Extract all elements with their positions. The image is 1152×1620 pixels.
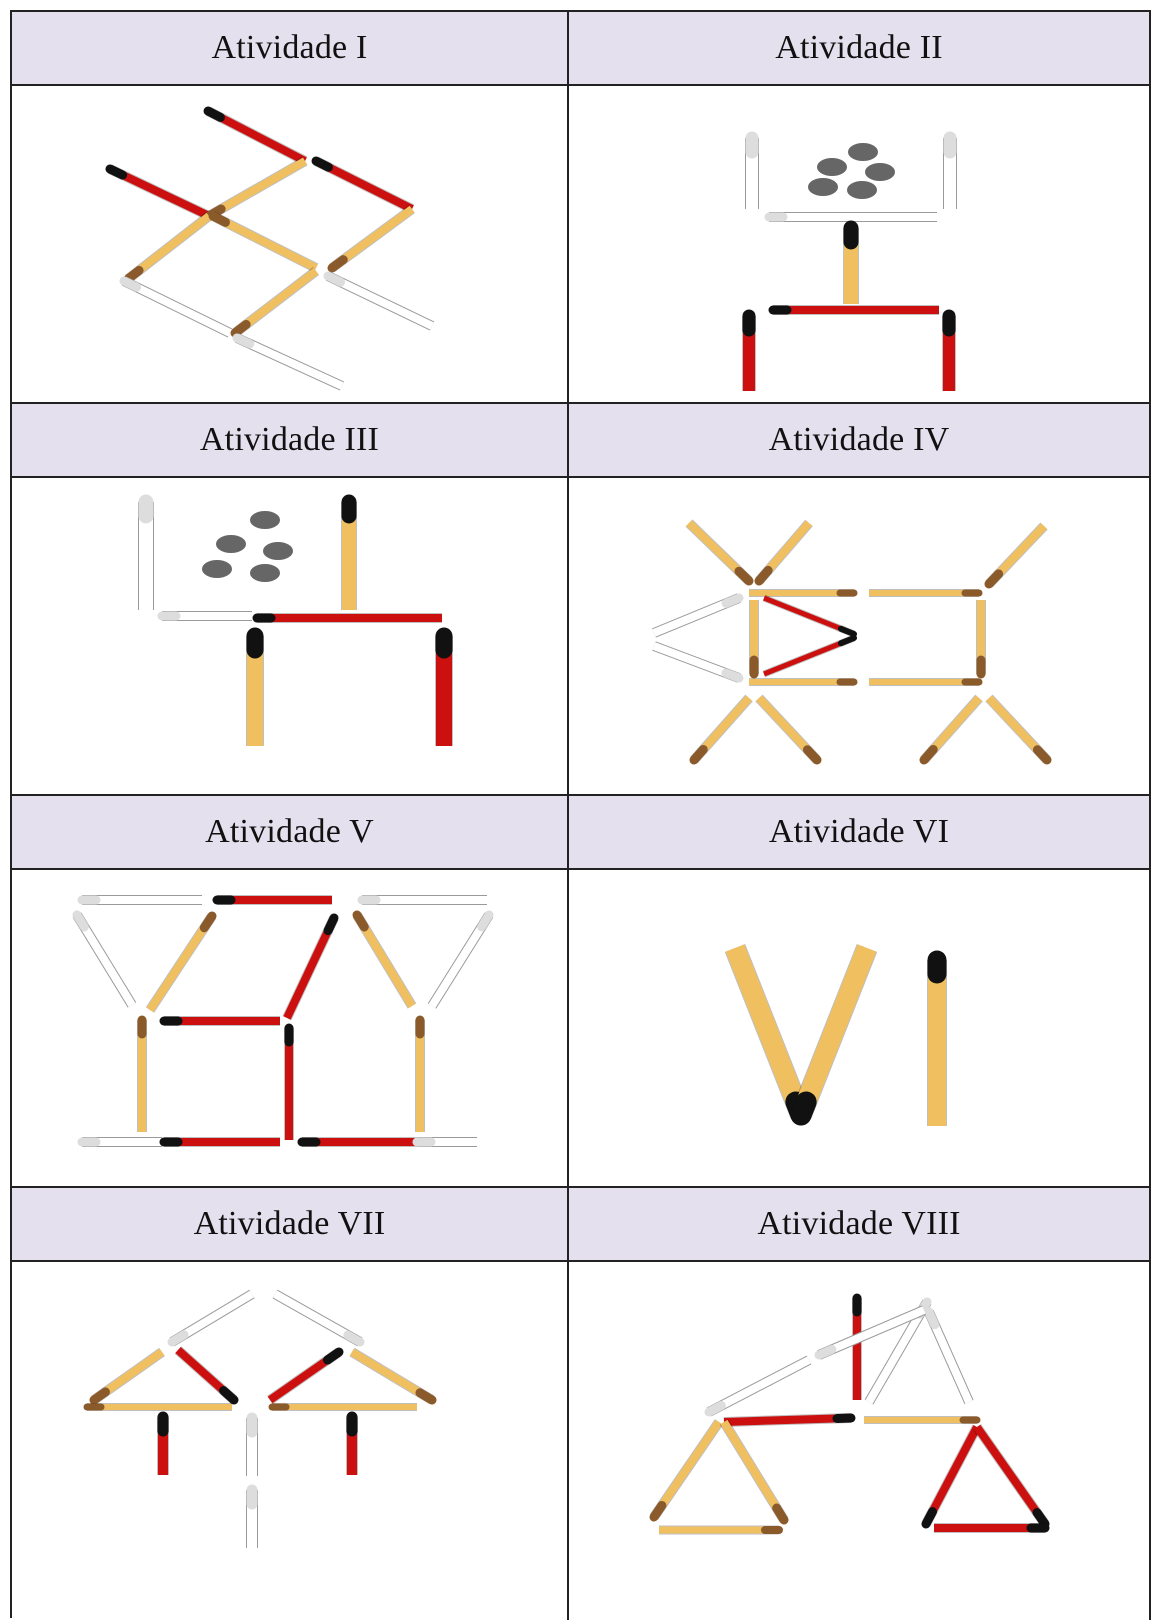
matchstick-5-6 [357,915,412,1006]
header-activity-5: Atividade V [12,796,569,870]
matchstick-1-10 [237,338,342,386]
header-activity-6: Atividade VI [569,796,1151,870]
matchstick-5-5 [287,918,334,1018]
matchstick-4-14 [759,698,817,760]
olive-2-2 [865,163,895,181]
olive-3-2 [263,542,293,560]
activity-8-title: Atividade VIII [757,1205,960,1243]
matchstick-4-11 [654,598,739,633]
matchstick-5-4 [150,916,212,1010]
olive-2-0 [848,143,878,161]
activity-2-title: Atividade II [775,29,943,67]
matchstick-1-2 [110,169,209,216]
olive-2-1 [817,158,847,176]
matchstick-figure-3 [12,478,567,794]
matchstick-figure-5 [12,870,567,1186]
header-activity-7: Atividade VII [12,1188,569,1262]
matchstick-1-6 [213,216,316,268]
matchstick-1-7 [235,271,316,333]
matchstick-4-0 [689,523,749,581]
matchstick-8-2 [929,1312,969,1402]
matchstick-5-7 [432,915,489,1006]
matchstick-figure-7 [12,1262,567,1620]
figure-cell-activity-6 [569,870,1151,1188]
figure-cell-activity-7 [12,1262,569,1620]
matchstick-4-15 [924,698,979,760]
matchstick-7-5 [352,1352,432,1400]
matchstick-5-3 [77,915,132,1005]
matchstick-8-8 [724,1422,784,1520]
olive-3-0 [250,511,280,529]
matchstick-7-1 [275,1294,360,1342]
matchstick-7-4 [270,1352,339,1400]
matchstick-1-9 [328,276,432,326]
matchstick-1-8 [124,281,230,333]
olive-2-3 [808,178,838,196]
activity-5-title: Atividade V [205,813,374,851]
matchstick-1-0 [208,111,305,161]
matchstick-4-2 [989,526,1044,584]
matchstick-4-7 [764,598,854,634]
matchstick-7-0 [172,1294,252,1342]
olive-3-1 [216,535,246,553]
matchstick-4-13 [694,698,749,760]
figure-cell-activity-8 [569,1262,1151,1620]
matchstick-4-12 [654,646,739,678]
matchstick-figure-1 [12,86,567,402]
matchstick-8-7 [654,1422,719,1517]
activities-table: Atividade I Atividade II Atividade III A… [10,10,1151,1618]
activity-7-title: Atividade VII [194,1205,386,1243]
matchstick-6-1 [801,948,867,1115]
matchstick-7-3 [178,1350,234,1400]
header-activity-4: Atividade IV [569,404,1151,478]
matchstick-8-10 [926,1427,977,1524]
matchstick-1-5 [128,216,209,279]
matchstick-figure-6 [569,870,1149,1186]
figure-cell-activity-1 [12,86,569,404]
matchstick-figure-2 [569,86,1149,402]
matchstick-1-1 [316,161,412,209]
activity-6-title: Atividade VI [769,813,949,851]
olive-3-4 [250,564,280,582]
matchstick-4-8 [764,638,854,674]
matchstick-1-3 [209,161,305,216]
figure-cell-activity-2 [569,86,1151,404]
matchstick-6-0 [735,948,801,1115]
matchstick-4-16 [989,698,1047,760]
matchstick-figure-4 [569,478,1149,794]
matchstick-4-1 [759,523,809,581]
matchstick-8-5 [724,1418,851,1422]
matchstick-1-4 [332,209,412,268]
header-activity-8: Atividade VIII [569,1188,1151,1262]
activity-3-title: Atividade III [200,421,379,459]
figure-cell-activity-3 [12,478,569,796]
header-activity-3: Atividade III [12,404,569,478]
olive-2-4 [847,181,877,199]
matchstick-figure-8 [569,1262,1149,1620]
activity-1-title: Atividade I [211,29,367,67]
olive-3-3 [202,560,232,578]
matchstick-8-4 [709,1360,809,1412]
figure-cell-activity-5 [12,870,569,1188]
activity-4-title: Atividade IV [769,421,950,459]
header-activity-1: Atividade I [12,12,569,86]
matchstick-8-11 [977,1427,1045,1524]
figure-cell-activity-4 [569,478,1151,796]
matchstick-7-2 [94,1352,162,1400]
header-activity-2: Atividade II [569,12,1151,86]
